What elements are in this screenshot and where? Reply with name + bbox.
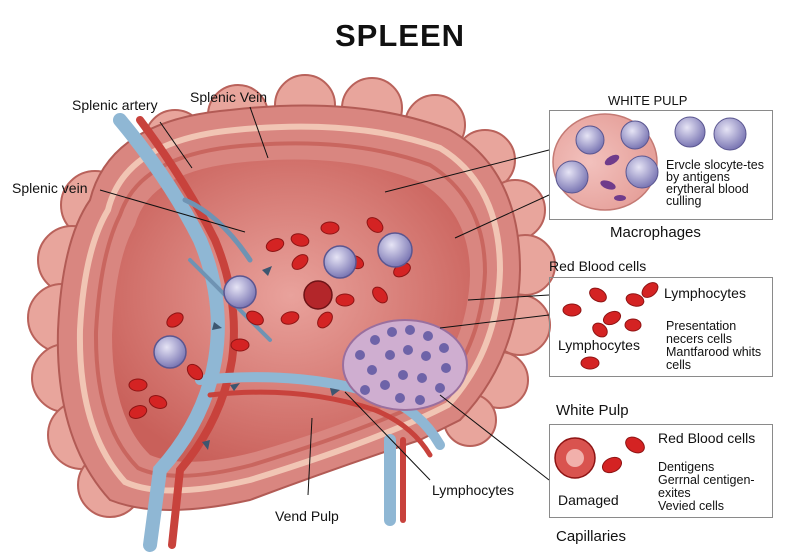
panel-white-pulp-art [552, 113, 747, 211]
flow-arrows [202, 266, 340, 450]
panel-white-pulp: Ervcle slocyte-tes by antigens erytheral… [549, 110, 773, 220]
panel-3-heading: White Pulp [556, 402, 629, 419]
panel-2-heading: Red Blood cells [549, 258, 647, 274]
panel-3-top-right: Red Blood cells [658, 430, 756, 446]
panel-3-line-2: Gerrnal centigen- [658, 473, 755, 487]
panel-1-line-1: Ervcle slocyte-tes [666, 158, 764, 172]
panel-3-left-label: Damaged [558, 492, 619, 508]
panel-red-blood-cells: Lymphocytes Presentation necers cells Ma… [549, 277, 773, 377]
panel-3-caption: Capillaries [556, 528, 627, 545]
panel-2-line-1: Presentation [666, 319, 737, 333]
label-vend-pulp: Vend Pulp [275, 508, 339, 524]
panel-damaged-cells-art [554, 436, 645, 479]
panel-1-line-4: culling [666, 194, 702, 208]
panel-2-line-4: cells [666, 358, 692, 372]
label-splenic-vein-left: Splenic vein [12, 180, 88, 196]
panel-2-top-right: Lymphocytes [664, 285, 746, 301]
panel-red-blood-cells-art [562, 282, 659, 370]
panel-3-line-3: exites [658, 486, 691, 500]
panel-1-line-2: by antigens [666, 170, 730, 184]
page-title: SPLEEN [334, 18, 466, 53]
red-blood-cells [128, 217, 411, 419]
leader-lines [99, 106, 550, 496]
panel-3-line-1: Dentigens [658, 460, 715, 474]
damaged-cell [303, 280, 333, 310]
white-pulp-nodule [342, 319, 468, 411]
lymphocytes [153, 232, 413, 369]
panel-2-line-2: necers cells [666, 332, 732, 346]
label-splenic-artery: Splenic artery [72, 97, 158, 113]
panel-2-left-label: Lymphocytes [558, 337, 640, 353]
panel-1-caption: Macrophages [610, 224, 701, 241]
panel-3-line-4: Vevied cells [658, 499, 725, 513]
panel-2-line-3: Mantfarood whits [666, 345, 762, 359]
panel-1-line-3: erytheral blood [666, 182, 749, 196]
label-splenic-vein-top: Splenic Vein [190, 89, 268, 105]
panel-damaged-cells: Red Blood cells Dentigens Gerrnal centig… [549, 424, 773, 518]
panel-1-heading: WHITE PULP [608, 93, 688, 108]
label-lymphocytes-bottom: Lymphocytes [432, 482, 514, 498]
